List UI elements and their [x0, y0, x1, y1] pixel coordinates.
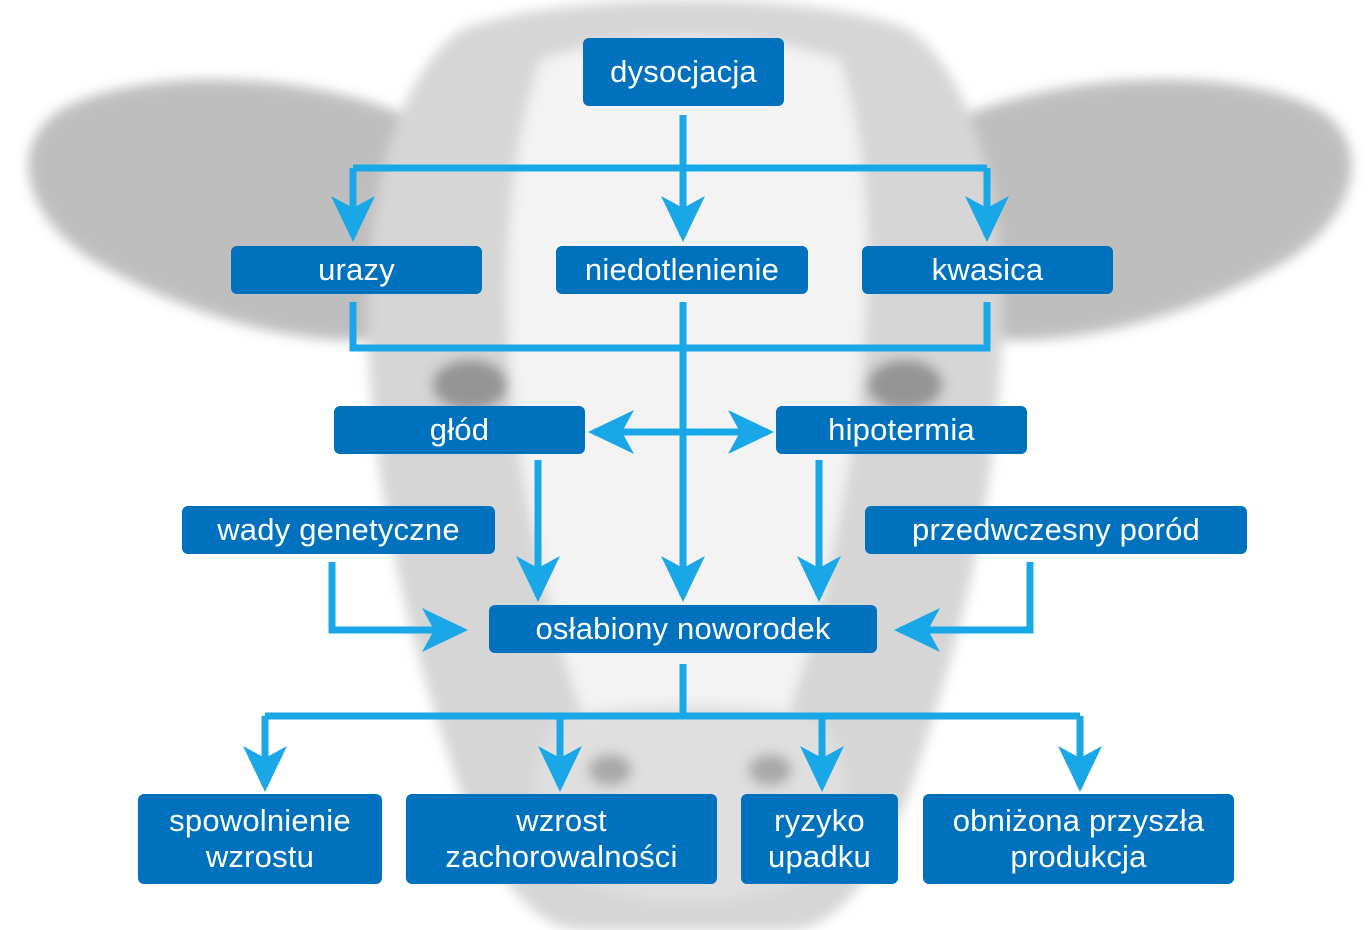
node-niedotlenienie: niedotlenienie [556, 246, 808, 294]
node-obnizona-produkcja: obniżona przyszła produkcja [923, 794, 1234, 884]
node-kwasica: kwasica [862, 246, 1113, 294]
node-urazy: urazy [231, 246, 482, 294]
node-oslabiony-noworodek: osłabiony noworodek [489, 605, 877, 653]
line-urazy-kwasica-merge [349, 302, 991, 352]
cow-left-eye [432, 359, 508, 411]
cow-left-nostril [588, 754, 632, 786]
node-dysocjacja: dysocjacja [583, 38, 784, 106]
arrow-wady-oslabiony [328, 562, 468, 652]
node-przedwczesny-porod: przedwczesny poród [865, 506, 1247, 554]
node-glod: głód [334, 406, 585, 454]
node-spowolnienie-wzrostu: spowolnienie wzrostu [138, 794, 382, 884]
cow-right-eye [867, 359, 943, 411]
cow-face-blaze [506, 37, 868, 780]
node-hipotermia: hipotermia [776, 406, 1027, 454]
node-wady-genetyczne: wady genetyczne [182, 506, 495, 554]
arrow-przedwczesny-oslabiony [894, 562, 1034, 652]
node-ryzyko-upadku: ryzyko upadku [741, 794, 898, 884]
cow-right-nostril [748, 754, 792, 786]
node-wzrost-zachorowalnosci: wzrost zachorowalności [406, 794, 717, 884]
